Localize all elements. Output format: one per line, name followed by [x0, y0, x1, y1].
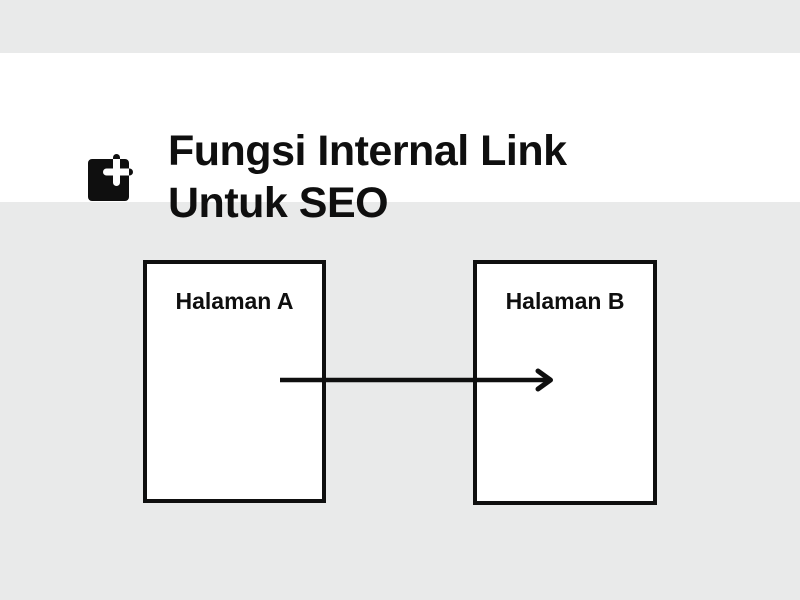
page-title: Fungsi Internal Link Untuk SEO: [168, 125, 567, 229]
page-a-label: Halaman A: [175, 288, 294, 314]
arrow-head-icon: [535, 368, 553, 392]
header-banner: Fungsi Internal Link Untuk SEO: [0, 53, 800, 227]
page-title-line-2: Untuk SEO: [168, 179, 389, 227]
link-arrow: [280, 368, 553, 392]
page-b-label: Halaman B: [505, 288, 625, 314]
square-plus-icon: [88, 154, 133, 201]
page-title-line-1: Fungsi Internal Link: [168, 127, 567, 175]
page-b-box: Halaman B: [473, 260, 657, 505]
